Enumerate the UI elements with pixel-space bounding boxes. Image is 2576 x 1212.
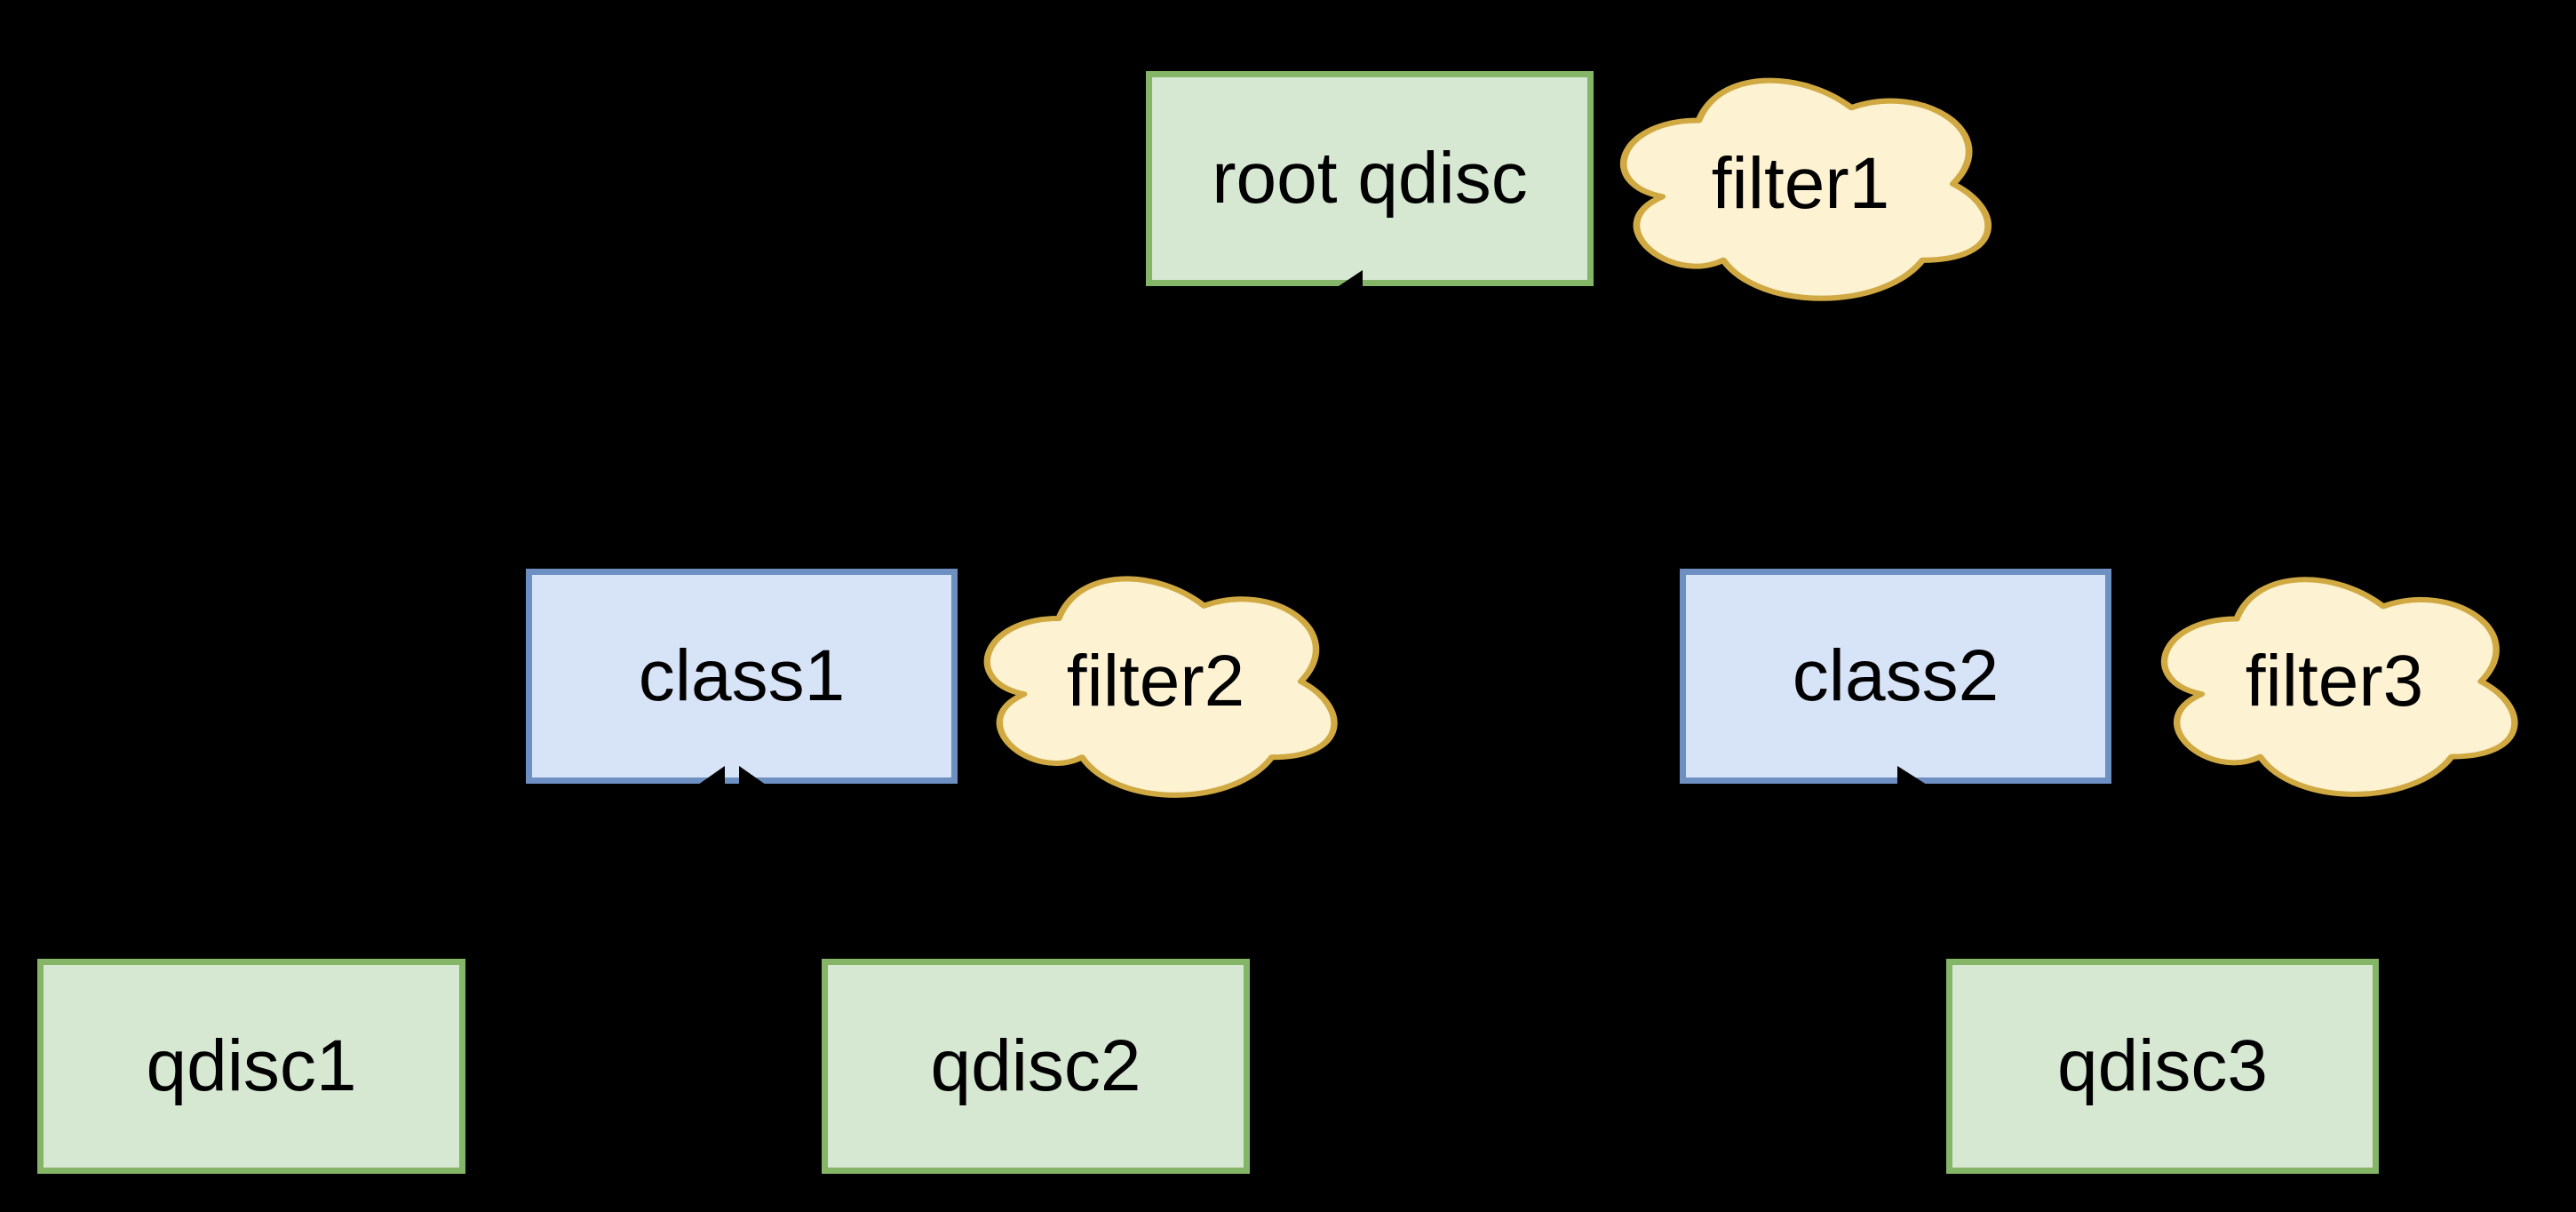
node-qdisc2-label: qdisc2 [930, 1025, 1141, 1106]
cloud-filter3-label: filter3 [2245, 641, 2424, 722]
cloud-filter1: filter1 [1597, 57, 2004, 311]
cloud-shape-icon [983, 576, 1338, 798]
cloud-filter1-label: filter1 [1711, 143, 1890, 224]
node-class1: class1 [526, 569, 958, 784]
node-qdisc3: qdisc3 [1946, 959, 2379, 1174]
cloud-filter2-label: filter2 [1066, 641, 1245, 722]
node-root-qdisc: root qdisc [1146, 71, 1594, 286]
node-class2-label: class2 [1792, 635, 2000, 716]
node-qdisc2: qdisc2 [822, 959, 1250, 1174]
node-root-qdisc-label: root qdisc [1212, 138, 1528, 219]
node-class2: class2 [1680, 569, 2111, 784]
cloud-shape-icon [1620, 77, 1992, 301]
node-qdisc1-label: qdisc1 [146, 1025, 357, 1106]
cloud-shape-icon [2160, 577, 2518, 797]
node-qdisc1: qdisc1 [37, 959, 465, 1174]
cloud-filter3: filter3 [2139, 556, 2530, 807]
cloud-filter2: filter2 [962, 555, 1349, 808]
node-class1-label: class1 [638, 635, 846, 716]
node-qdisc3-label: qdisc3 [2056, 1025, 2269, 1106]
